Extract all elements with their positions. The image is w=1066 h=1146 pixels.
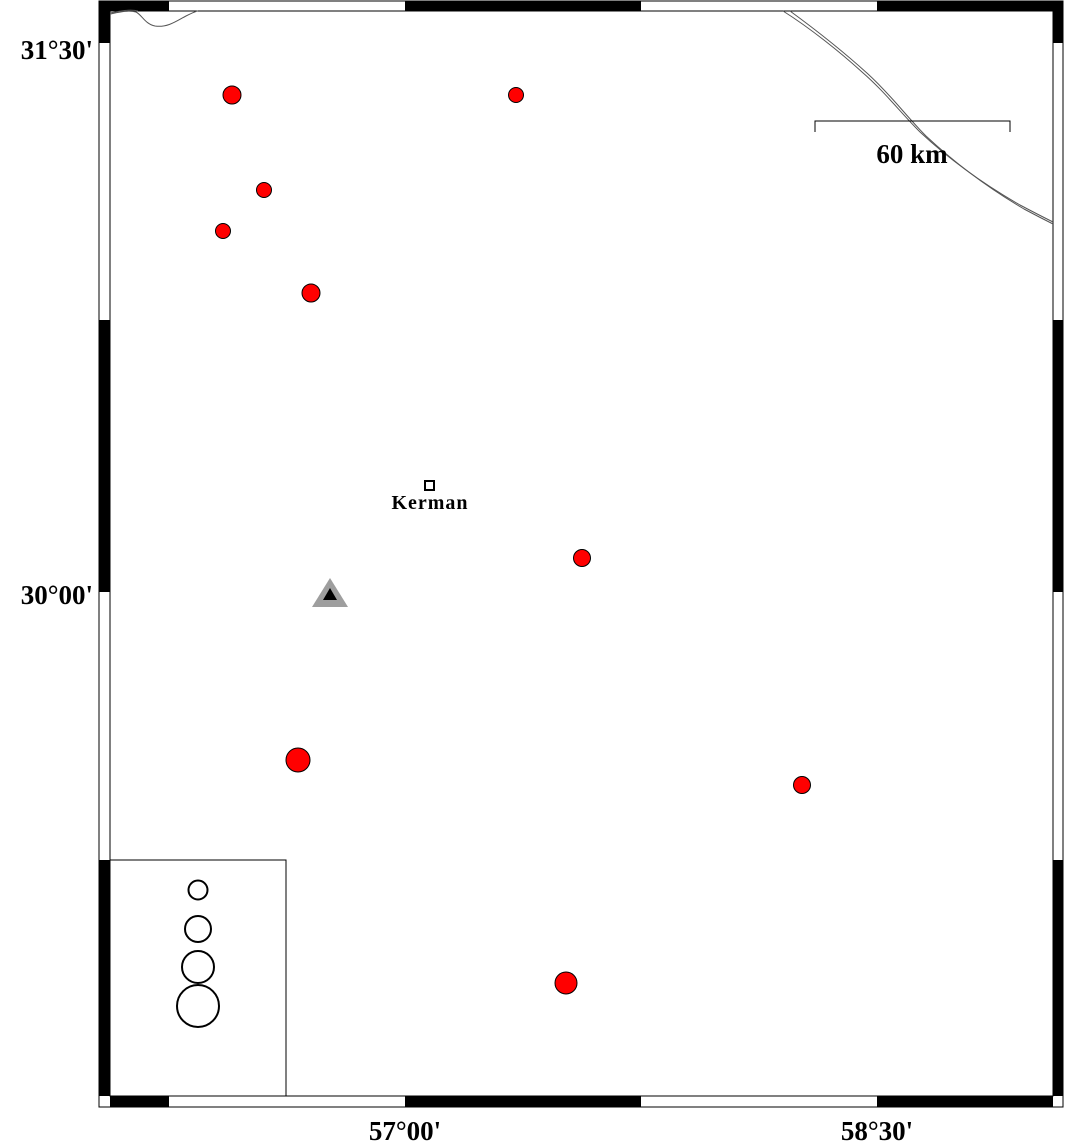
legend-circle-xlarge bbox=[176, 984, 220, 1028]
border-northeast-2 bbox=[789, 10, 1054, 225]
lon-label-57-00: 57°00' bbox=[369, 1116, 441, 1146]
border-northeast-1 bbox=[782, 10, 1054, 223]
coastline bbox=[109, 9, 1054, 225]
event-marker bbox=[285, 747, 311, 773]
coastline-top-left-2 bbox=[109, 9, 139, 14]
event-marker bbox=[793, 776, 811, 794]
station bbox=[312, 578, 348, 607]
event-marker bbox=[554, 971, 578, 995]
open-square-icon bbox=[424, 480, 435, 491]
event-marker bbox=[215, 223, 231, 239]
station-inner-triangle bbox=[323, 588, 337, 600]
axis-labels: 31°30' 30°00' 57°00' 58°30' bbox=[21, 35, 913, 1146]
event-marker bbox=[222, 85, 242, 105]
city-label: Kerman bbox=[391, 492, 468, 514]
legend-circle-small bbox=[187, 879, 209, 901]
legend-circle-large bbox=[181, 950, 215, 984]
event-marker bbox=[301, 283, 321, 303]
lat-label-30-00: 30°00' bbox=[21, 580, 93, 610]
city-kerman: Kerman bbox=[391, 480, 468, 514]
magnitude-legend bbox=[109, 859, 287, 1097]
event-marker bbox=[256, 182, 272, 198]
event-marker bbox=[573, 549, 591, 567]
scale-bar: 60 km bbox=[814, 120, 1011, 169]
scale-bar-label: 60 km bbox=[876, 139, 948, 169]
event-marker bbox=[508, 87, 524, 103]
events-layer bbox=[215, 85, 811, 995]
legend-circle-medium bbox=[184, 915, 212, 943]
lon-label-58-30: 58°30' bbox=[841, 1116, 913, 1146]
legend-box bbox=[109, 859, 287, 1097]
lat-label-31-30: 31°30' bbox=[21, 35, 93, 65]
coastline-top-left bbox=[109, 10, 199, 27]
